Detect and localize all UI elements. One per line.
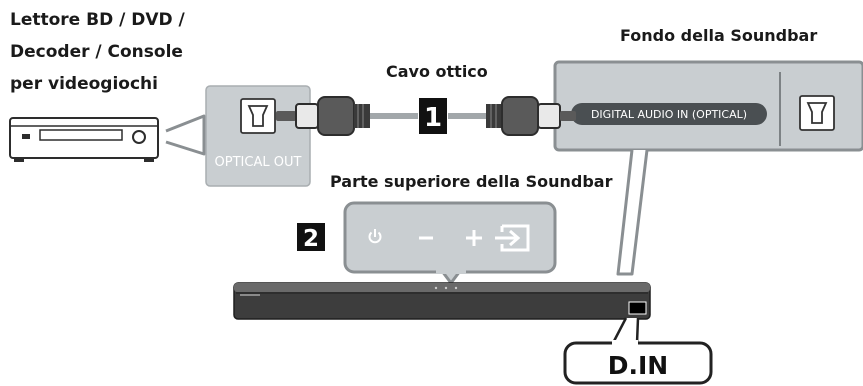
- soundbar-bottom-panel: DIGITAL AUDIO IN (OPTICAL): [553, 60, 863, 152]
- source-device-label-line1: Lettore BD / DVD /: [10, 10, 185, 30]
- soundbar-bottom-label: Fondo della Soundbar: [620, 26, 818, 45]
- optical-out-panel: OPTICAL OUT: [205, 85, 311, 187]
- step-2-number: 2: [303, 226, 319, 252]
- source-device-label: Lettore BD / DVD / Decoder / Console per…: [10, 4, 185, 100]
- input-source-icon: [495, 224, 530, 252]
- display-mode-text: D.IN: [608, 351, 668, 380]
- source-device-label-line2: Decoder / Console: [10, 42, 183, 62]
- step-1-number: 1: [424, 103, 442, 133]
- digital-audio-in-label: DIGITAL AUDIO IN (OPTICAL): [591, 108, 747, 121]
- source-device-label-line3: per videogiochi: [10, 74, 158, 94]
- step-2-badge: 2: [297, 223, 325, 252]
- soundbar-icon: [233, 282, 651, 320]
- optical-out-port-label: OPTICAL OUT: [215, 155, 302, 170]
- soundbar-top-label: Parte superiore della Soundbar: [330, 172, 613, 191]
- bd-player-icon: [9, 117, 159, 162]
- volume-up-icon: [466, 230, 482, 246]
- optical-cable: [276, 96, 576, 136]
- callout-pointer-soundbar: [616, 149, 649, 276]
- callout-pointer-device: [165, 114, 206, 156]
- display-callout-pointer: [611, 317, 640, 345]
- power-icon: [368, 229, 382, 244]
- optical-cable-label: Cavo ottico: [386, 62, 488, 81]
- step-1-badge: 1: [419, 98, 447, 134]
